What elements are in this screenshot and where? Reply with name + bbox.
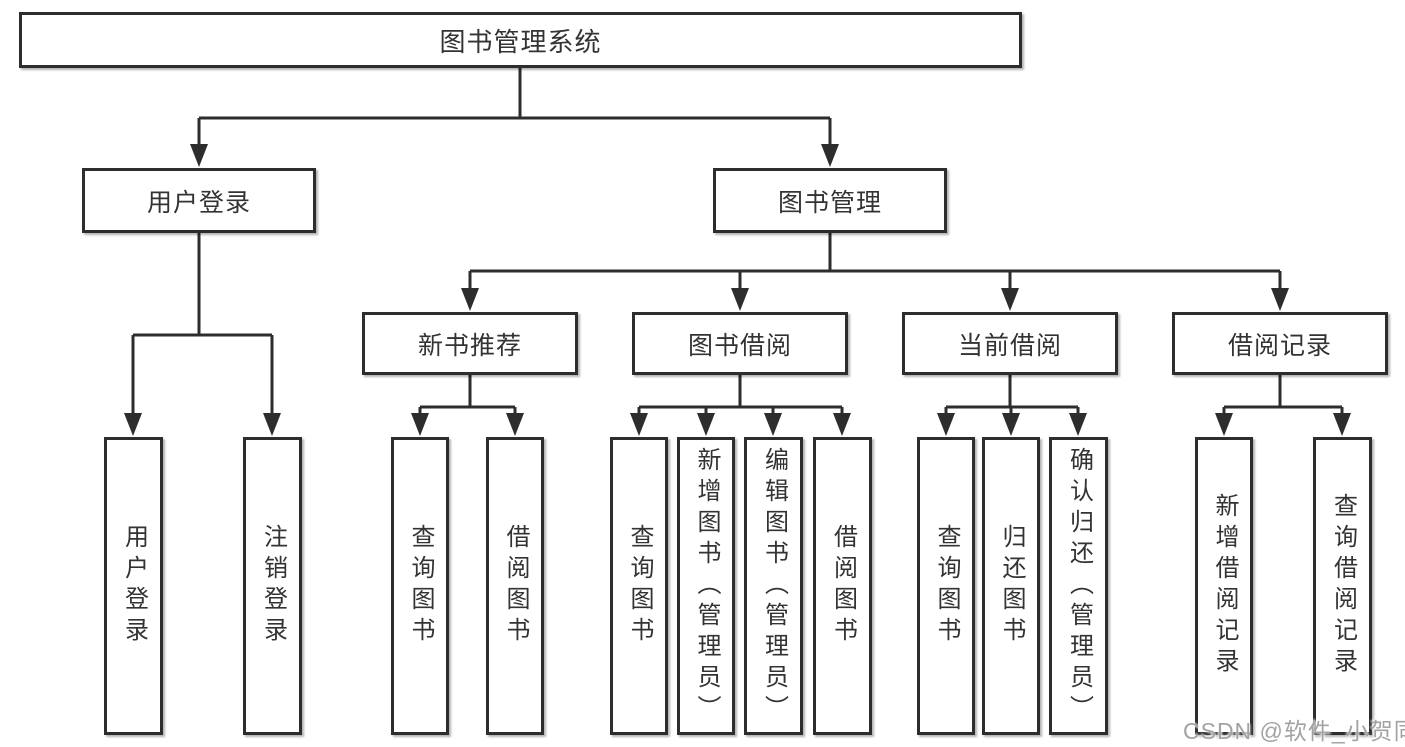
arrowhead (1002, 413, 1020, 436)
leaf-label: 注销登录 (259, 524, 287, 648)
arrowhead (506, 413, 524, 436)
arrowhead (821, 144, 839, 167)
arrowhead (630, 413, 648, 436)
leaf-label: 查询图书 (407, 524, 434, 648)
arrowhead (833, 413, 851, 436)
leaf-recommend-borrow-book: 借阅图书 (486, 437, 544, 735)
arrowhead (263, 413, 281, 436)
node-borrow-record: 借阅记录 (1172, 312, 1388, 375)
arrowhead (764, 413, 782, 436)
arrowhead (937, 413, 955, 436)
leaf-current-confirm-return-admin: 确认归还（管理员） (1049, 437, 1108, 735)
arrowhead (124, 413, 142, 436)
leaf-current-return-book: 归还图书 (982, 437, 1040, 735)
node-book-borrow: 图书借阅 (632, 312, 848, 375)
leaf-label: 查询图书 (626, 524, 653, 648)
node-book-management: 图书管理 (713, 168, 947, 233)
arrowhead (411, 413, 429, 436)
leaf-label: 借阅图书 (502, 524, 529, 648)
leaf-borrow-add-book-admin: 新增图书（管理员） (677, 437, 735, 735)
leaf-record-query-record: 查询借阅记录 (1313, 437, 1372, 735)
arrowhead (1069, 413, 1087, 436)
node-current-borrow: 当前借阅 (902, 312, 1118, 375)
leaf-label: 新增图书（管理员） (693, 446, 720, 726)
leaf-label: 新增借阅记录 (1211, 493, 1238, 679)
node-user-login: 用户登录 (82, 168, 316, 233)
leaf-borrow-edit-book-admin: 编辑图书（管理员） (744, 437, 803, 735)
arrowhead (697, 413, 715, 436)
arrowhead (731, 288, 749, 311)
leaf-label: 归还图书 (998, 524, 1025, 648)
leaf-user-login: 用户登录 (104, 437, 163, 735)
leaf-borrow-borrow-book: 借阅图书 (813, 437, 872, 735)
arrowhead (461, 288, 479, 311)
arrowhead (1215, 413, 1233, 436)
watermark: CSDN @软件_小贺同学 (1183, 718, 1405, 744)
leaf-recommend-query-book: 查询图书 (391, 437, 449, 735)
leaf-borrow-query-book: 查询图书 (610, 437, 668, 735)
arrowhead (1333, 413, 1351, 436)
leaf-record-add-record: 新增借阅记录 (1195, 437, 1253, 735)
leaf-label: 确认归还（管理员） (1065, 446, 1093, 726)
leaf-label: 查询借阅记录 (1329, 493, 1357, 679)
arrowhead (190, 144, 208, 167)
leaf-logout: 注销登录 (243, 437, 302, 735)
leaf-label: 编辑图书（管理员） (760, 446, 788, 726)
arrowhead (1271, 288, 1289, 311)
leaf-current-query-book: 查询图书 (917, 437, 975, 735)
connector-path (131, 67, 1344, 414)
leaf-label: 借阅图书 (829, 524, 857, 648)
leaf-label: 用户登录 (120, 524, 148, 648)
arrowhead (1001, 288, 1019, 311)
node-library-management-system: 图书管理系统 (19, 12, 1022, 68)
leaf-label: 查询图书 (933, 524, 960, 648)
node-new-book-recommend: 新书推荐 (362, 312, 578, 375)
